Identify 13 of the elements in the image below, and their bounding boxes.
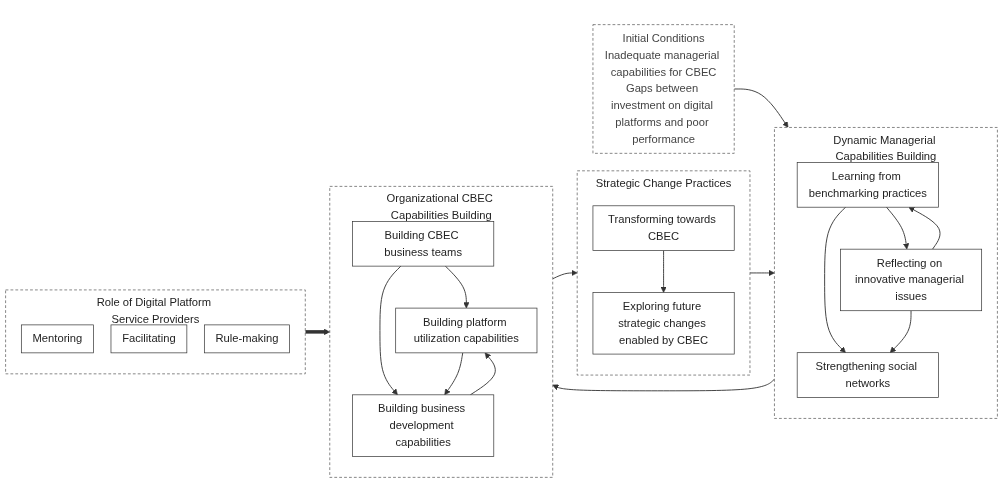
node-box: Strengthening social networks [796,352,939,398]
node-box: Learning from benchmarking practices [796,162,939,208]
node-box: Reflecting on innovative managerial issues [840,248,982,312]
node-box: Building platform utilization capabilities [395,307,538,354]
node-box: Building CBEC business teams [352,221,495,267]
node-box: Building business development capabilities [352,394,495,457]
node-box: Rule-making [204,324,290,354]
node-box: Initial Conditions Inadequate managerial capabilities for CBEC Gaps between investment on digital platforms and poor performance [592,24,735,154]
node-box: Mentoring [20,324,94,354]
node-box: Transforming towards CBEC [592,205,735,251]
node-box: Exploring future strategic changes enabled by CBEC [592,292,735,355]
node-box: Facilitating [110,324,188,354]
arrow [305,328,331,335]
